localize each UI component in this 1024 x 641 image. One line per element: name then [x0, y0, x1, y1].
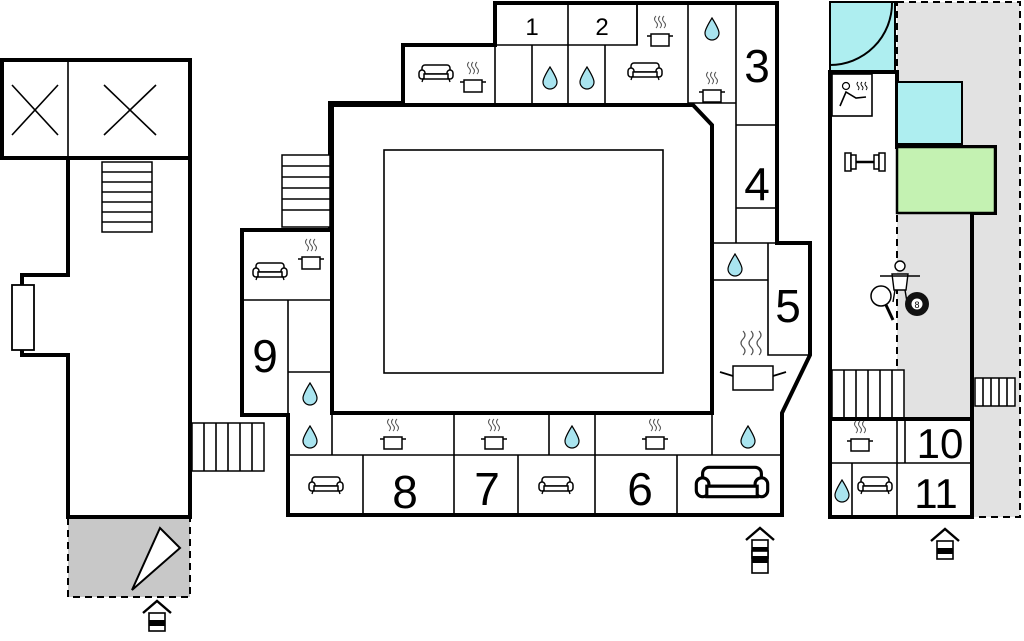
- unit-label-9: 9: [252, 330, 278, 382]
- water-drop-icon: [727, 253, 743, 277]
- water-drop-icon: [302, 425, 318, 449]
- terrace: [67, 516, 191, 598]
- whirlpool: [896, 81, 963, 145]
- table-football-icon: [880, 260, 920, 303]
- unit-label-3: 3: [744, 40, 770, 92]
- sofa-icon: [538, 476, 574, 495]
- sofa-icon: [308, 476, 344, 495]
- fitness-alcove: [895, 145, 997, 215]
- pool: [829, 1, 896, 73]
- stairs-icon: [101, 161, 153, 233]
- stairs-icon: [974, 377, 1016, 407]
- sauna-icon: [839, 81, 868, 107]
- cooktop-icon: [480, 418, 508, 450]
- billiard-ball-icon: 8: [905, 292, 929, 316]
- stairs-icon: [281, 154, 331, 228]
- middle-building: 1 2 3 4 5 6 7 8 9: [240, 1, 812, 574]
- unit-label-2: 2: [595, 14, 608, 41]
- unit-label-10: 10: [917, 420, 964, 467]
- parasol-icon: [131, 526, 182, 591]
- right-building: 8 10 11: [828, 1, 1021, 561]
- water-drop-icon: [740, 425, 756, 449]
- left-building: [0, 58, 265, 633]
- unit-label-7: 7: [474, 463, 500, 515]
- cooktop-icon: [646, 15, 674, 47]
- cooktop-icon: [297, 238, 325, 270]
- water-drop-icon: [564, 425, 580, 449]
- sofa-icon: [418, 64, 454, 83]
- water-drop-icon: [704, 17, 720, 41]
- stairs-icon: [191, 422, 265, 472]
- sofa-icon: [627, 62, 663, 81]
- entrance-step: [752, 556, 768, 563]
- dumbbell-icon: [844, 152, 886, 172]
- entrance-icon: [141, 599, 173, 633]
- cooktop-icon: [459, 61, 487, 93]
- courtyard: [383, 149, 664, 374]
- unit-label-5: 5: [775, 280, 801, 332]
- water-drop-icon: [542, 66, 558, 90]
- cooktop-icon: [698, 71, 726, 103]
- unit-label-11: 11: [914, 470, 958, 517]
- billiard-ball-number: 8: [914, 300, 919, 310]
- cooktop-icon: [379, 418, 407, 450]
- skylight-left: [11, 84, 157, 136]
- water-drop-icon: [302, 382, 318, 406]
- unit-label-8: 8: [392, 466, 418, 518]
- window-bay: [11, 284, 35, 351]
- table-tennis-icon: [870, 285, 895, 321]
- entrance-icon: [929, 527, 961, 561]
- unit-label-4: 4: [744, 158, 770, 210]
- sofa-icon: [857, 476, 893, 495]
- cooktop-icon: [719, 330, 787, 391]
- water-drop-icon: [579, 66, 595, 90]
- unit-label-6: 6: [627, 463, 653, 515]
- sofa-icon: [694, 465, 770, 499]
- cooktop-icon: [641, 418, 669, 450]
- stairs-icon: [831, 369, 905, 419]
- unit-label-1: 1: [525, 14, 538, 41]
- sofa-icon: [252, 262, 288, 281]
